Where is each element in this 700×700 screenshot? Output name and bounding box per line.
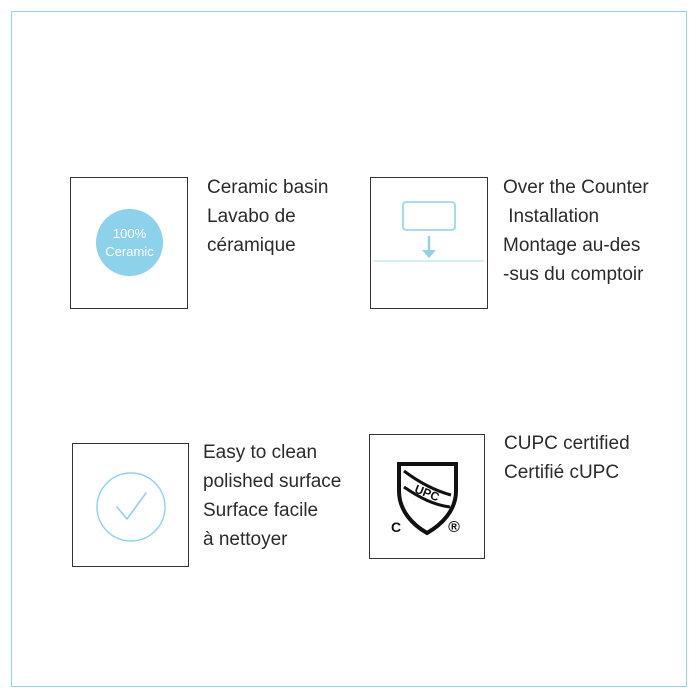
feature-line: à nettoyer bbox=[203, 529, 288, 550]
feature-line: Over the Counter bbox=[503, 177, 649, 198]
page-frame bbox=[11, 11, 687, 687]
feature-line: -sus du comptoir bbox=[503, 264, 644, 285]
feature-line: Montage au-des bbox=[503, 235, 641, 256]
checkmark-circle-icon bbox=[96, 472, 166, 542]
cupc-logo-c: C bbox=[391, 519, 401, 535]
over-counter-install-icon bbox=[373, 201, 484, 262]
cupc-feature-text: CUPC certified Certifié cUPC bbox=[504, 429, 630, 487]
feature-line: CUPC certified bbox=[504, 433, 630, 454]
feature-line: céramique bbox=[207, 235, 296, 256]
feature-line: Easy to clean bbox=[203, 442, 318, 463]
over-counter-feature-text: Over the Counter Installation Montage au… bbox=[503, 173, 649, 289]
ceramic-feature-text: Ceramic basin Lavabo de céramique bbox=[207, 173, 328, 260]
feature-line: Certifié cUPC bbox=[504, 462, 620, 483]
feature-line: Surface facile bbox=[203, 500, 319, 521]
cupc-logo-registered: ® bbox=[448, 519, 460, 536]
ceramic-feature-box: 100% Ceramic bbox=[70, 177, 188, 309]
cupc-shield-icon: UPC C ® bbox=[391, 462, 460, 536]
easy-clean-feature-text: Easy to clean polished surface Surface f… bbox=[203, 438, 341, 554]
feature-line: Lavabo de bbox=[207, 206, 296, 227]
badge-percent: 100% bbox=[112, 225, 147, 241]
badge-label: Ceramic bbox=[105, 243, 154, 259]
feature-line: Ceramic basin bbox=[207, 177, 329, 198]
over-counter-feature-box bbox=[370, 177, 488, 309]
easy-clean-feature-box bbox=[72, 443, 189, 567]
feature-line: polished surface bbox=[203, 471, 342, 492]
feature-line: Installation bbox=[503, 206, 600, 227]
cupc-feature-box: UPC C ® bbox=[369, 434, 485, 559]
ceramic-badge-icon: 100% Ceramic bbox=[96, 209, 163, 276]
